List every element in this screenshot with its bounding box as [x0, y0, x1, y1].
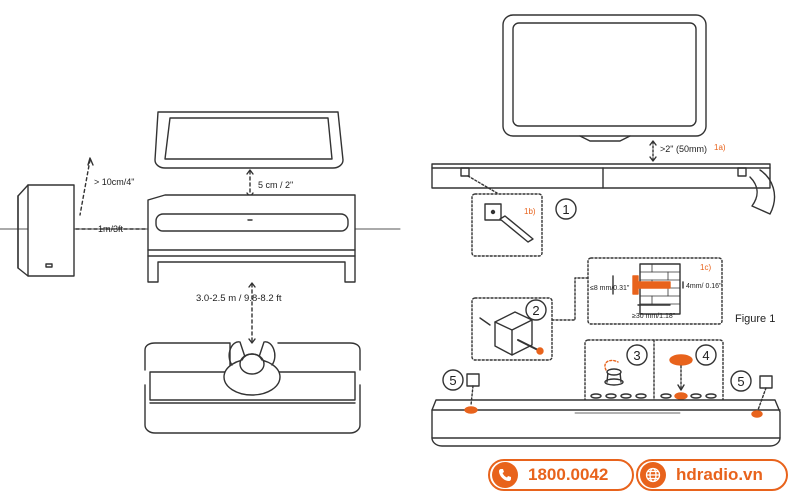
figure-label: Figure 1 [735, 313, 775, 325]
step-5-number-left: 5 [449, 373, 456, 388]
tv-cabinet [147, 194, 356, 283]
subwoofer [17, 184, 75, 277]
step-1-number: 1 [562, 202, 569, 217]
phone-badge[interactable]: 1800.0042 [488, 459, 634, 491]
screw-head-label: ≤8 mm/0.31" [590, 285, 630, 292]
step-2-number: 2 [532, 303, 539, 318]
subwoofer-distance-label: 1m/3ft [98, 224, 124, 234]
soundbar-left [155, 213, 349, 232]
listening-distance-label: 3.0-2.5 m / 9.8-8.2 ft [196, 293, 282, 304]
step-1-panel [471, 193, 543, 257]
side-clearance-label: > 10cm/4" [94, 177, 134, 187]
callout-1b: 1b) [524, 207, 536, 216]
tv-left [154, 111, 344, 169]
screw-length-label: ≥30 mm/1.18" [632, 313, 676, 320]
tv-gap-label-left: 5 cm / 2" [258, 180, 293, 190]
website-url: hdradio.vn [676, 465, 763, 484]
screw-shaft-label: 4mm/ 0.16" [686, 283, 722, 290]
callout-1a: 1a) [714, 143, 726, 152]
tv-gap-label-right: >2" (50mm) [660, 144, 707, 154]
callout-1c: 1c) [700, 263, 711, 272]
website-badge[interactable]: hdradio.vn [636, 459, 788, 491]
phone-icon [492, 462, 518, 488]
soundbar-right [431, 385, 781, 447]
step-3-4-panel [584, 339, 724, 413]
tv-right [502, 14, 707, 142]
screw-detail-panel [587, 257, 723, 325]
step-2-panel [471, 297, 553, 361]
phone-number: 1800.0042 [528, 465, 609, 484]
mounting-template [431, 163, 776, 215]
step-5-number-right: 5 [737, 374, 744, 389]
listener [223, 341, 281, 396]
step-3-number: 3 [633, 348, 640, 363]
globe-icon [640, 462, 666, 488]
step-4-number: 4 [702, 348, 709, 363]
